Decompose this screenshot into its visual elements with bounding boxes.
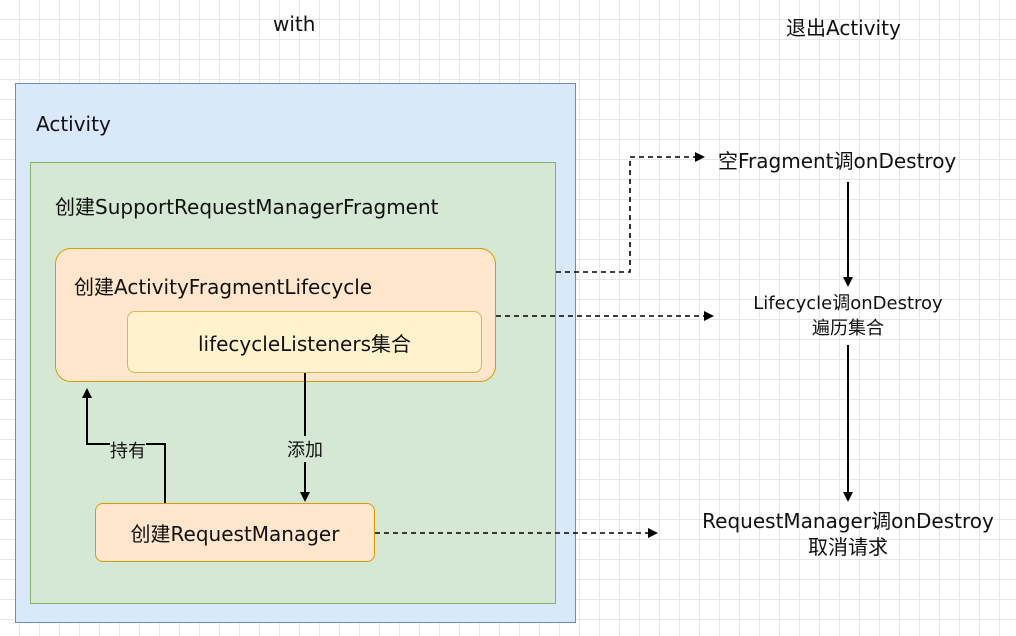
request-manager-box: 创建RequestManager (95, 503, 375, 562)
request-destroy-line2: 取消请求 (808, 535, 888, 559)
header-with: with (273, 12, 316, 36)
lifecycle-destroy-line1: Lifecycle调onDestroy (753, 293, 943, 314)
fragment-destroy-label: 空Fragment调onDestroy (718, 149, 957, 173)
lifecycle-listeners-label: lifecycleListeners集合 (197, 331, 412, 356)
request-destroy-label: RequestManager调onDestroy 取消请求 (688, 508, 1008, 560)
request-destroy-line1: RequestManager调onDestroy (702, 509, 994, 533)
fragment-destroy-dashed-arrow (556, 152, 705, 273)
hold-edge-label: 持有 (110, 437, 146, 463)
activity-label: Activity (36, 112, 111, 136)
add-edge-label: 添加 (287, 436, 323, 462)
request-manager-label: 创建RequestManager (130, 522, 340, 546)
lifecycle-destroy-label: Lifecycle调onDestroy 遍历集合 (742, 291, 954, 341)
fragment-label: 创建SupportRequestManagerFragment (55, 195, 439, 219)
header-exit-activity: 退出Activity (786, 16, 901, 40)
lifecycle-destroy-line2: 遍历集合 (812, 318, 884, 339)
lifecycle-label: 创建ActivityFragmentLifecycle (74, 275, 373, 299)
lifecycle-listeners-box: lifecycleListeners集合 (127, 311, 482, 373)
